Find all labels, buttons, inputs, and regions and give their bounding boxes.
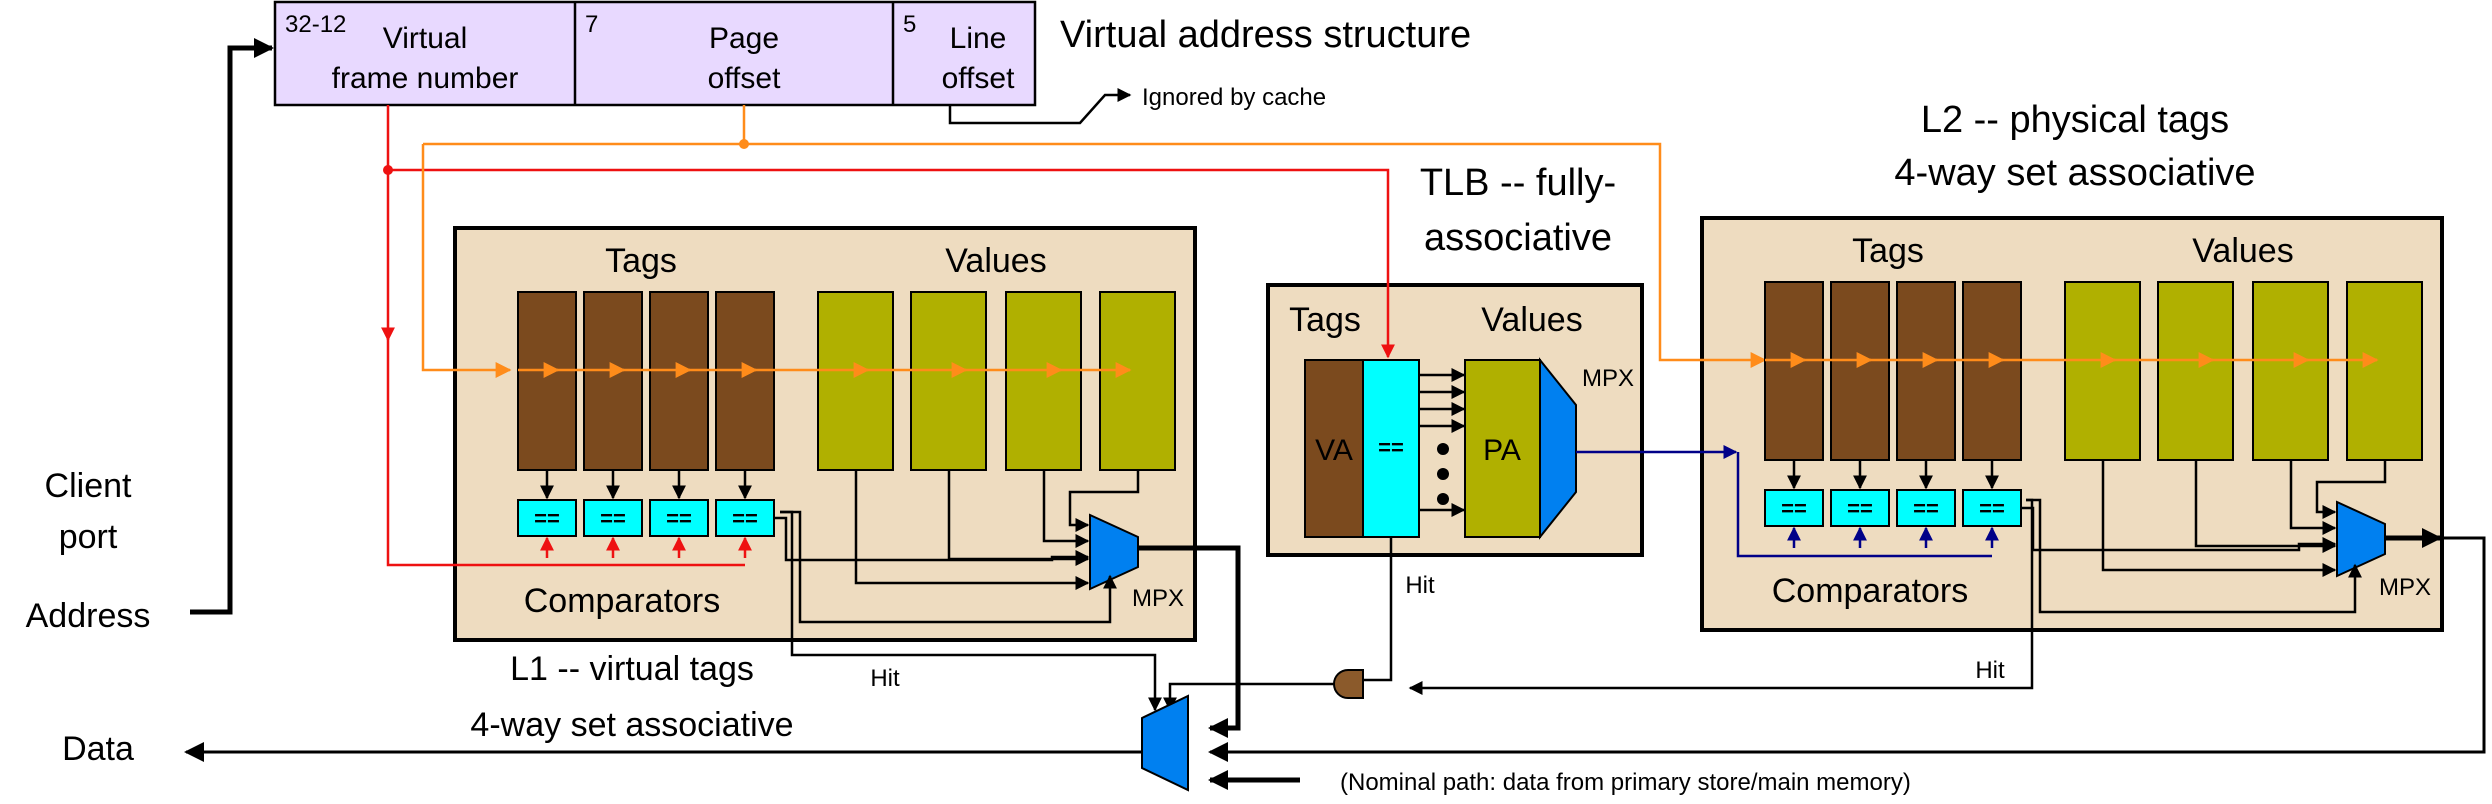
l2-comparator-label: == — [1847, 496, 1873, 521]
l1-title-line1: L1 -- virtual tags — [510, 650, 754, 688]
address-structure-title: Virtual address structure — [1060, 14, 1471, 56]
l1-comparator — [649, 499, 709, 537]
l2-comparator-label: == — [1913, 496, 1939, 521]
l2-hit-label: Hit — [1975, 657, 2005, 684]
l2-value-block — [2157, 281, 2234, 461]
address-box — [273, 0, 1037, 107]
l2-value-block — [2252, 281, 2329, 461]
virtual-address-structure: 32-12 Virtual frame number 7 Page offset… — [273, 0, 1471, 125]
l1-tag-block — [715, 291, 775, 471]
l2-value-block — [2064, 281, 2141, 461]
blue-pa-wires — [1576, 445, 1992, 558]
tlb-values-label: Values — [1481, 301, 1582, 339]
tlb-va-block — [1304, 359, 1364, 538]
tlb-va-label: VA — [1315, 434, 1353, 467]
tlb-tags-label: Tags — [1289, 301, 1361, 339]
l2-data-wire — [1208, 536, 2486, 762]
l1-arrays: == == == == — [517, 291, 1176, 590]
l2-title-line2: 4-way set associative — [1894, 152, 2255, 194]
l1-tag-block — [583, 291, 643, 471]
l1-comparator — [715, 499, 775, 537]
tlb-pa-block — [1464, 359, 1541, 538]
l2-comparator — [1896, 489, 1956, 527]
l1-tags-label: Tags — [605, 242, 677, 280]
l1-hit-wire — [780, 510, 1162, 712]
l2-tags-label: Tags — [1852, 232, 1924, 270]
line-label-line1: Line — [950, 22, 1007, 55]
l1-tag-block — [517, 291, 577, 471]
hit-and-gate — [1333, 669, 1364, 699]
tlb-mux — [1539, 357, 1577, 540]
l1-comparator-label: == — [600, 506, 626, 531]
l2-mux — [2336, 500, 2386, 578]
tlb-match-arrows — [1419, 368, 1466, 517]
l1-value-block — [1099, 291, 1176, 471]
l1-value-block — [817, 291, 894, 471]
tlb-comparator-block — [1362, 359, 1420, 538]
l1-comparator-label: == — [732, 506, 758, 531]
l1-comparators-label: Comparators — [524, 582, 721, 620]
vfn-label-line1: Virtual — [383, 22, 468, 55]
tlb: Tags Values TLB -- fully- associative VA… — [1289, 162, 1634, 682]
l2-values-label: Values — [2192, 232, 2293, 270]
line-bits: 5 — [903, 11, 916, 38]
l2-tag-block — [1830, 281, 1890, 461]
l2-hit-select-wire — [2026, 498, 2362, 614]
vfn-bits: 32-12 — [285, 11, 346, 38]
l2-tag-block — [1896, 281, 1956, 461]
l1-tag-block — [649, 291, 709, 471]
page-label-line1: Page — [709, 22, 779, 55]
output-mux — [1141, 694, 1189, 792]
tlb-pa-label: PA — [1483, 434, 1521, 467]
l2-mpx-label: MPX — [2379, 574, 2431, 601]
tlb-title-line1: TLB -- fully- — [1420, 162, 1616, 204]
l1-comparator — [517, 499, 577, 537]
l2-comparators-label: Comparators — [1772, 572, 1969, 610]
l1-comparator-label: == — [666, 506, 692, 531]
l2-hit-wire — [1408, 498, 2034, 695]
tlb-hit-label: Hit — [1405, 572, 1435, 599]
client-port-line2: port — [59, 518, 118, 556]
line-label-line2: offset — [942, 62, 1015, 95]
orange-page-offset-wires — [421, 105, 1767, 378]
l2-comparator — [1764, 489, 1824, 527]
l1-hit-select-wire — [780, 510, 1117, 624]
page-label-line2: offset — [708, 62, 781, 95]
client-port: Client port Address Data — [26, 38, 274, 768]
l2-tag-block — [1764, 281, 1824, 461]
vfn-label-line2: frame number — [332, 62, 519, 95]
l1-mux — [1089, 513, 1139, 591]
l2-title-line1: L2 -- physical tags — [1921, 99, 2229, 141]
l2-comparator-label: == — [1979, 496, 2005, 521]
l1-hit-label: Hit — [870, 665, 900, 692]
l1-data-wire — [1138, 545, 1241, 738]
l2-comparator-label: == — [1781, 496, 1807, 521]
client-port-line1: Client — [45, 467, 132, 505]
data-port-label: Data — [62, 730, 134, 768]
l1-comparator — [583, 499, 643, 537]
l2-tag-block — [1962, 281, 2022, 461]
l1-mpx-label: MPX — [1132, 585, 1184, 612]
page-bits: 7 — [585, 11, 598, 38]
nominal-path-note: (Nominal path: data from primary store/m… — [1340, 769, 1911, 796]
tlb-title-line2: associative — [1424, 217, 1612, 259]
l2-arrays: == == == == — [1764, 281, 2423, 577]
tlb-mpx-label: MPX — [1582, 365, 1634, 392]
l1-comparator-label: == — [534, 506, 560, 531]
l1-title-line2: 4-way set associative — [470, 706, 793, 744]
red-vfn-wires — [381, 105, 1395, 567]
l1-value-block — [910, 291, 987, 471]
tlb-eq-label: == — [1378, 435, 1404, 460]
l2-comparator — [1830, 489, 1890, 527]
l1-values-label: Values — [945, 242, 1046, 280]
address-port-label: Address — [26, 597, 151, 635]
ignored-by-cache-note: Ignored by cache — [1142, 84, 1326, 111]
l1-value-block — [1005, 291, 1082, 471]
address-bus — [190, 38, 274, 615]
l2-value-block — [2346, 281, 2423, 461]
tlb-hit-wire — [1363, 537, 1393, 682]
